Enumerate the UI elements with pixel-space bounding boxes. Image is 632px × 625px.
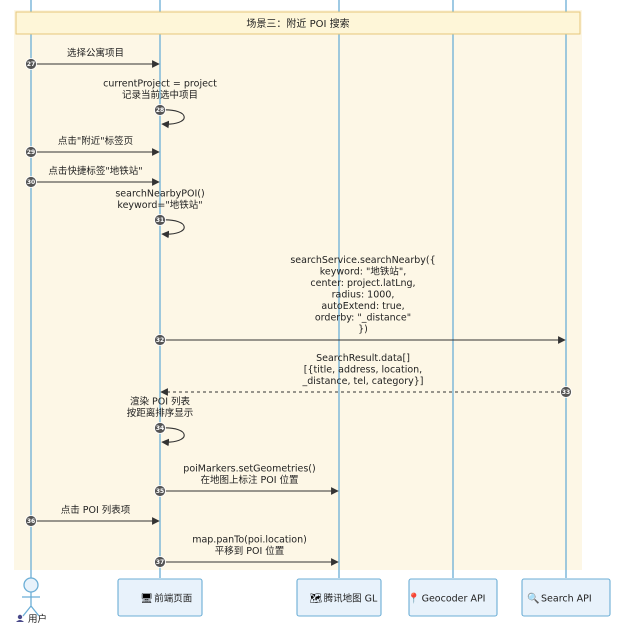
note-title: 场景三：附近 POI 搜索 [246, 17, 349, 30]
actor-user: 用户 [16, 577, 47, 625]
message-label: 选择公寓项目 [67, 47, 124, 59]
message-35: poiMarkers.setGeometries()在地图上标注 POI 位置 3… [154, 464, 339, 497]
message-label: keyword="地铁站" [117, 199, 202, 211]
sequence-number: 34 [156, 425, 164, 432]
sequence-number: 28 [156, 107, 164, 114]
message-31: searchNearbyPOI()keyword="地铁站" 31 [115, 189, 205, 239]
sequence-number: 33 [562, 389, 570, 396]
message-36: 点击 POI 列表项 36 [25, 504, 160, 527]
message-37: map.panTo(poi.location)平移到 POI 位置 37 [154, 535, 339, 568]
map-icon: 🗺 [310, 593, 323, 605]
magnifier-icon: 🔍 [527, 592, 539, 605]
participant-label: 前端页面 [154, 593, 192, 605]
message-label: orderby: "_distance" [315, 313, 411, 324]
self-call-arrow [159, 109, 185, 129]
participant-label: 腾讯地图 GL [324, 593, 378, 605]
participant-box [521, 578, 611, 617]
message-label: }) [358, 324, 368, 335]
sequence-number: 36 [27, 518, 35, 525]
sequence-number: 31 [156, 217, 164, 224]
message-33: SearchResult.data[][{title, address, loc… [160, 353, 572, 398]
sequence-number-badge: 31 [154, 214, 166, 226]
scenario-note: 场景三：附近 POI 搜索 [15, 11, 581, 35]
message-label: [{title, address, location, [304, 365, 422, 376]
sequence-number: 29 [27, 149, 35, 156]
sequence-number-badge: 29 [25, 146, 37, 158]
sequence-number: 30 [27, 179, 35, 186]
message-label: map.panTo(poi.location) [192, 535, 307, 546]
sequence-number-badge: 34 [154, 422, 166, 434]
participant-search: 🔍Search API [521, 578, 611, 617]
sequence-number-badge: 36 [25, 515, 37, 527]
sequence-number-badge: 28 [154, 104, 166, 116]
message-label: 点击快捷标签"地铁站" [48, 165, 142, 177]
sequence-number: 27 [27, 61, 35, 68]
participant-box [408, 578, 498, 617]
actor-body [22, 592, 40, 617]
message-27: 选择公寓项目 27 [25, 47, 160, 70]
message-29: 点击"附近"标签页 29 [25, 135, 160, 158]
message-label: currentProject = project [103, 79, 217, 90]
message-label: keyword: "地铁站", [320, 266, 406, 278]
participant-label: Geocoder API [422, 594, 486, 605]
message-30: 点击快捷标签"地铁站" 30 [25, 165, 160, 188]
computer-icon: 🖥 [140, 593, 153, 605]
message-label: _distance, tel, category}] [301, 376, 423, 387]
message-label: 点击"附近"标签页 [58, 135, 133, 147]
message-label: 点击 POI 列表项 [61, 504, 131, 516]
message-label: SearchResult.data[] [316, 353, 410, 364]
actor-head [23, 577, 39, 593]
participant-geocoder: 📍Geocoder API [408, 578, 498, 617]
message-label: searchService.searchNearby({ [290, 255, 435, 266]
sequence-number: 37 [156, 559, 164, 566]
self-call-arrow [159, 427, 185, 447]
message-label: center: project.latLng, [310, 278, 415, 289]
scenario-background [14, 10, 582, 570]
message-label: 平移到 POI 位置 [215, 545, 285, 557]
sequence-number-badge: 37 [154, 556, 166, 568]
message-label: 按距离排序显示 [127, 407, 194, 419]
note-box [15, 11, 581, 35]
participant-label: Search API [541, 594, 592, 605]
message-label: 在地图上标注 POI 位置 [200, 474, 298, 486]
sequence-number: 35 [156, 488, 164, 495]
message-32: searchService.searchNearby({keyword: "地铁… [154, 255, 566, 346]
participants: 用户 🖥前端页面 🗺腾讯地图 GL 📍Geocoder API 🔍Search API [16, 577, 611, 625]
message-label: 记录当前选中项目 [122, 89, 198, 101]
participant-label: 用户 [28, 613, 47, 625]
sequence-number-badge: 27 [25, 58, 37, 70]
sequence-number-badge: 30 [25, 176, 37, 188]
self-call-arrow [159, 219, 185, 239]
messages: 选择公寓项目 27 currentProject = project记录当前选中项目… [25, 47, 572, 568]
participant-frontend: 🖥前端页面 [117, 578, 203, 617]
user-icon [17, 614, 23, 620]
pin-icon: 📍 [408, 592, 420, 605]
user-icon-body [16, 620, 24, 622]
message-label: searchNearbyPOI() [115, 189, 204, 200]
sequence-number-badge: 32 [154, 334, 166, 346]
message-label: 渲染 POI 列表 [130, 396, 191, 408]
message-label: poiMarkers.setGeometries() [183, 464, 315, 475]
participant-box [296, 578, 382, 617]
lifelines [30, 0, 567, 578]
sequence-number-badge: 33 [560, 386, 572, 398]
message-label: autoExtend: true, [321, 301, 404, 312]
sequence-number: 32 [156, 337, 164, 344]
participant-map: 🗺腾讯地图 GL [296, 578, 382, 617]
participant-box [117, 578, 203, 617]
message-label: radius: 1000, [332, 290, 395, 301]
sequence-number-badge: 35 [154, 485, 166, 497]
